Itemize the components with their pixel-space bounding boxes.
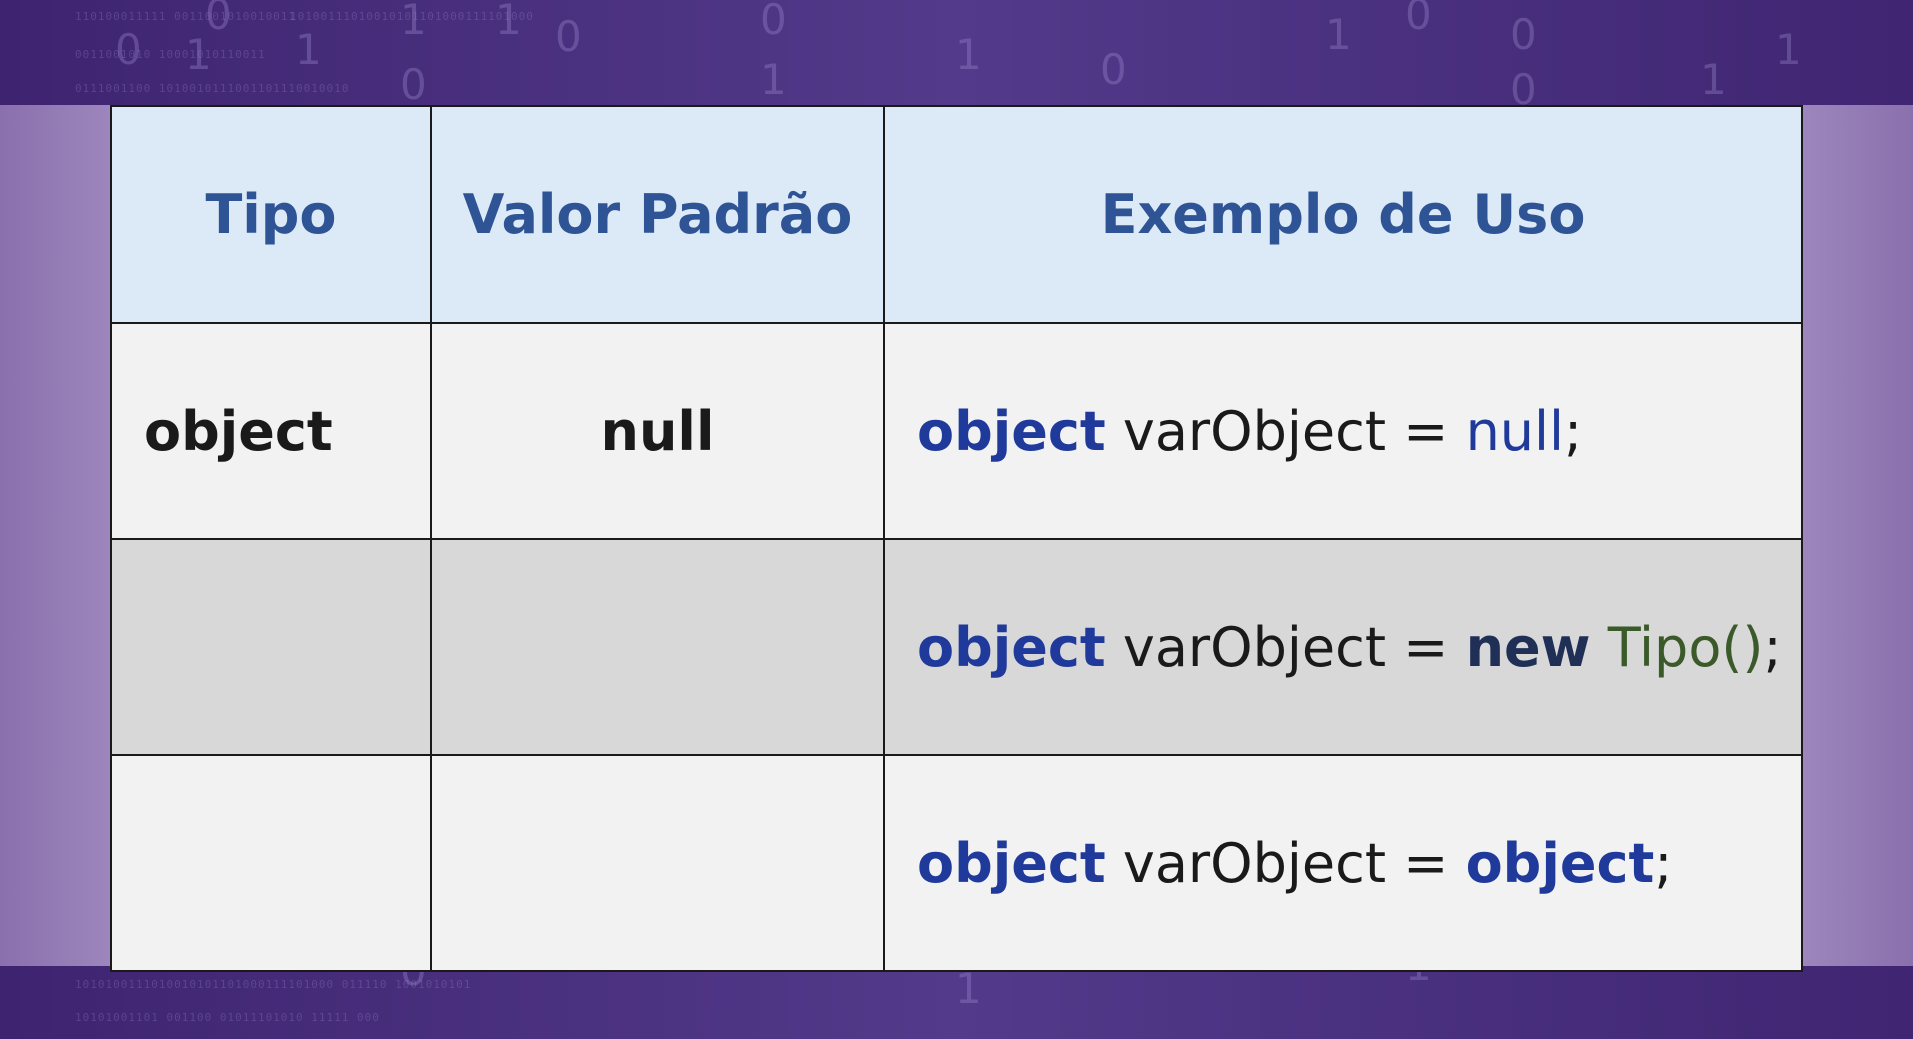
cell-type	[110, 754, 432, 972]
code-semicolon: ;	[1763, 615, 1782, 679]
table-row: object null object varObject = null;	[110, 322, 1803, 540]
decorative-digit: 0	[115, 25, 142, 74]
background-top-band: 0 0 1 1 1 0 1 0 0 1 1 0 1 0 0 0 1 1 1101…	[0, 0, 1913, 105]
decorative-digit: 1	[955, 966, 982, 1013]
cell-default-value	[430, 538, 885, 756]
decorative-digit: 0	[1100, 45, 1127, 94]
header-type: Tipo	[110, 105, 432, 324]
table-header-row: Tipo Valor Padrão Exemplo de Uso	[110, 105, 1803, 324]
decorative-binary-text: 110100011111 0011001010010011	[75, 10, 297, 23]
cell-type	[110, 538, 432, 756]
code-keyword: object	[917, 615, 1106, 679]
code-identifier: varObject =	[1105, 399, 1466, 463]
table-row: object varObject = new Tipo();	[110, 538, 1803, 756]
cell-example: object varObject = new Tipo();	[883, 538, 1803, 756]
decorative-binary-text: 10100111010010101101000111101000	[290, 10, 534, 23]
decorative-digit: 0	[1405, 0, 1432, 39]
code-semicolon: ;	[1564, 399, 1583, 463]
code-identifier: varObject =	[1105, 831, 1466, 895]
decorative-binary-text: 0111001100 1010010111001101110010010	[75, 82, 350, 95]
cell-example: object varObject = object;	[883, 754, 1803, 972]
code-class-name: Tipo()	[1607, 615, 1764, 679]
decorative-digit: 1	[185, 30, 212, 79]
decorative-digit: 0	[1510, 10, 1537, 59]
code-new-keyword: new	[1465, 615, 1591, 679]
decorative-digit: 1	[295, 25, 322, 74]
code-value: object	[1465, 831, 1655, 895]
cell-example: object varObject = null;	[883, 322, 1803, 540]
cell-default-value	[430, 754, 885, 972]
code-identifier: varObject =	[1105, 615, 1466, 679]
decorative-binary-text: 1010100111010010101101000111101000 01111…	[75, 978, 472, 991]
decorative-digit: 1	[495, 0, 522, 44]
decorative-digit: 1	[400, 0, 427, 44]
decorative-digit: 1	[1325, 10, 1352, 59]
decorative-digit: 0	[205, 0, 232, 39]
decorative-digit: 0	[555, 12, 582, 61]
decorative-digit: 1	[1700, 55, 1727, 104]
decorative-digit: 0	[1510, 65, 1537, 105]
decorative-binary-text: 0011001010 10001010110011	[75, 48, 266, 61]
decorative-digit: 0	[760, 0, 787, 44]
code-value: null	[1465, 399, 1565, 463]
decorative-digit: 0	[400, 60, 427, 105]
code-keyword: object	[917, 831, 1106, 895]
header-example: Exemplo de Uso	[883, 105, 1803, 324]
header-default-value: Valor Padrão	[430, 105, 885, 324]
data-types-table: Tipo Valor Padrão Exemplo de Uso object …	[110, 105, 1803, 972]
decorative-digit: 1	[955, 30, 982, 79]
decorative-binary-text: 10101001101 001100 01011101010 11111 000	[75, 1011, 380, 1024]
cell-default-value: null	[430, 322, 885, 540]
decorative-digit: 1	[760, 55, 787, 104]
code-keyword: object	[917, 399, 1106, 463]
background-bottom-band: 0 1 1 1010100111010010101101000111101000…	[0, 966, 1913, 1039]
code-space	[1591, 616, 1608, 679]
decorative-digit: 1	[1775, 25, 1802, 74]
cell-type: object	[110, 322, 432, 540]
code-semicolon: ;	[1654, 831, 1673, 895]
table-row: object varObject = object;	[110, 754, 1803, 972]
